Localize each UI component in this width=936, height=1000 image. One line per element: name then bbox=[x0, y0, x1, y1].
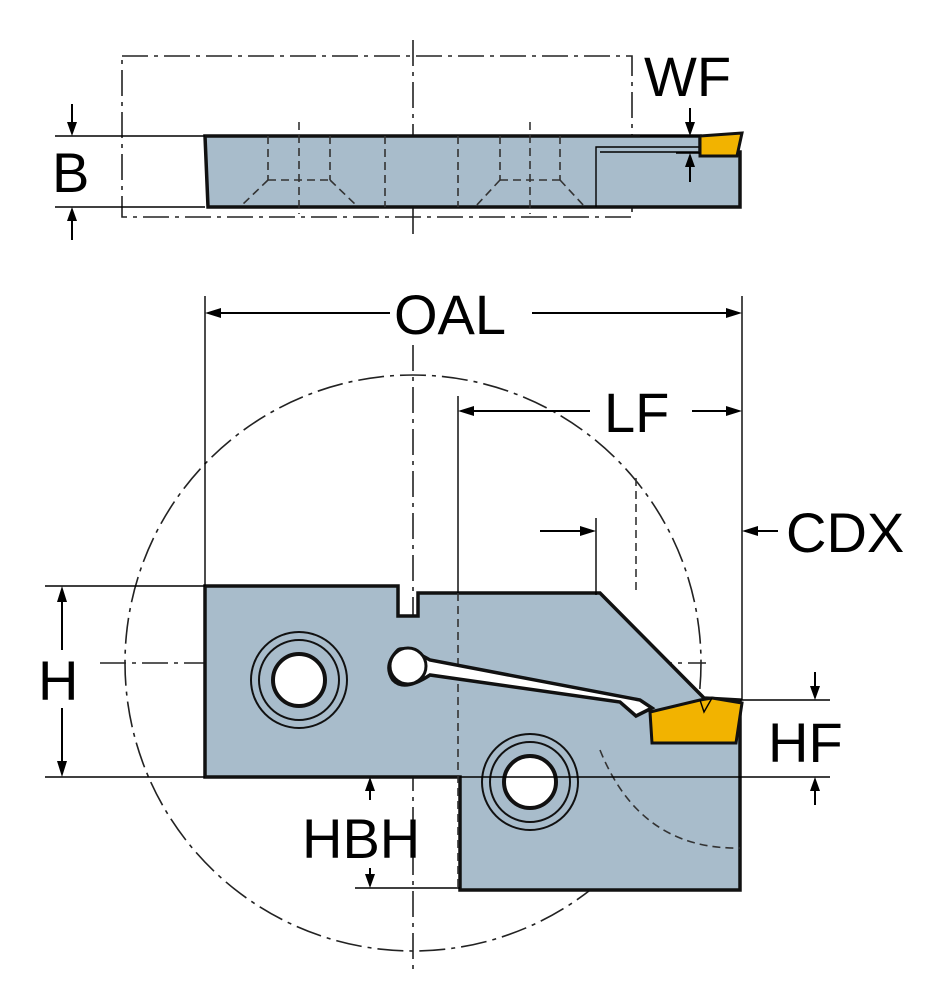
dimension-h: H bbox=[38, 585, 205, 778]
top-view-envelope bbox=[121, 55, 633, 218]
clamp-slot-hole bbox=[388, 646, 428, 686]
label-b: B bbox=[52, 141, 89, 204]
mounting-hole-right bbox=[481, 733, 579, 831]
dimension-hf: HF bbox=[460, 672, 843, 805]
top-view: B WF bbox=[52, 40, 744, 240]
side-view: OAL LF CDX H bbox=[38, 283, 904, 975]
dimension-lf: LF bbox=[457, 381, 742, 593]
dimension-cdx: CDX bbox=[540, 501, 904, 595]
mounting-hole-left bbox=[250, 631, 348, 729]
dimension-hbh: HBH bbox=[302, 777, 460, 889]
top-view-hidden-lines bbox=[239, 122, 586, 214]
dimension-oal: OAL bbox=[204, 283, 743, 700]
dimension-b: B bbox=[52, 104, 205, 240]
top-view-insert bbox=[698, 131, 744, 158]
label-hbh: HBH bbox=[302, 807, 420, 870]
label-h: H bbox=[38, 649, 78, 712]
label-lf: LF bbox=[604, 381, 669, 444]
label-oal: OAL bbox=[394, 283, 506, 346]
dimension-wf: WF bbox=[640, 45, 731, 182]
label-wf: WF bbox=[644, 45, 731, 108]
top-view-step bbox=[595, 146, 700, 207]
insert-detail bbox=[699, 697, 713, 714]
label-cdx: CDX bbox=[786, 501, 904, 564]
side-view-hidden-arc bbox=[599, 478, 741, 849]
label-hf: HF bbox=[768, 711, 843, 774]
